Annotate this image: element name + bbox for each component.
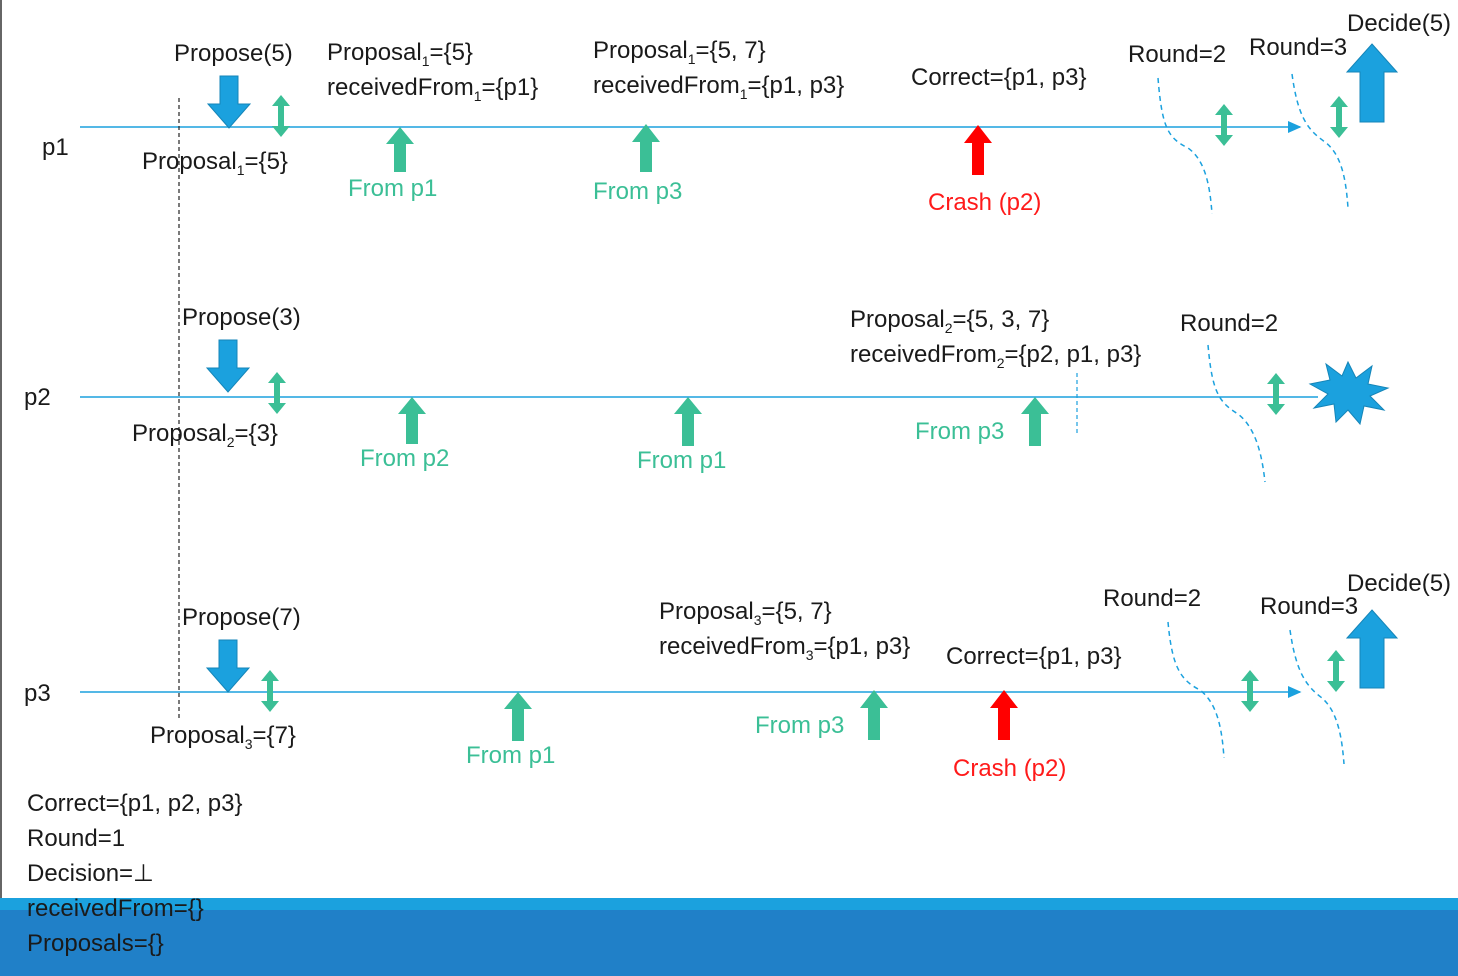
process-label-p1: p1 [42, 134, 69, 161]
p1-round3-exchange-double-arrow-icon [1330, 96, 1348, 138]
p1-round2-label: Round=2 [1128, 41, 1227, 68]
process-label-p2: p2 [24, 384, 51, 411]
p3-from-p1-label: From p1 [466, 742, 556, 769]
p2-from-p3-up-arrow-icon [1021, 397, 1049, 446]
p3-state-received: receivedFrom3={p1, p3} [659, 633, 911, 663]
p3-correct-set: Correct={p1, p3} [946, 643, 1122, 670]
p3-round3-label: Round=3 [1260, 593, 1359, 620]
footer-band [0, 910, 1458, 976]
p3-from-p3-up-arrow-icon [860, 690, 888, 740]
process-label-p3: p3 [24, 680, 51, 707]
p1-decide-label: Decide(5) [1347, 10, 1452, 37]
p2-from-p2-up-arrow-icon [398, 397, 426, 444]
p1-state-a-received: receivedFrom1={p1} [327, 74, 539, 104]
initial-state-block: Correct={p1, p2, p3} Round=1 Decision=⊥ … [27, 786, 242, 961]
p3-decide-up-arrow-icon [1345, 609, 1399, 689]
p1-from-p3-label: From p3 [593, 178, 683, 205]
left-frame-border [0, 0, 2, 976]
p3-decide-label: Decide(5) [1347, 570, 1452, 597]
p1-exchange-double-arrow-icon [272, 95, 290, 137]
p3-from-p1-up-arrow-icon [504, 692, 532, 741]
p1-round3-curve [1291, 73, 1349, 209]
initial-correct: Correct={p1, p2, p3} [27, 790, 243, 817]
p2-from-p1-label: From p1 [637, 447, 727, 474]
p1-crash-label: Crash (p2) [928, 189, 1042, 216]
initial-round: Round=1 [27, 825, 126, 852]
p1-crash-arrow-icon [964, 125, 992, 175]
p1-propose-label: Propose(5) [174, 40, 293, 67]
p3-state-proposal: Proposal3={5, 7} [659, 598, 832, 628]
p2-from-p2-label: From p2 [360, 445, 450, 472]
p1-round3-label: Round=3 [1249, 34, 1348, 61]
p2-propose-down-arrow-icon [205, 339, 251, 393]
p3-round3-exchange-double-arrow-icon [1327, 650, 1345, 692]
p2-state-proposal: Proposal2={5, 3, 7} [850, 306, 1050, 336]
p1-state-a-proposal: Proposal1={5} [327, 39, 473, 69]
p2-initial-proposal: Proposal2={3} [132, 420, 278, 450]
p3-propose-down-arrow-icon [205, 639, 251, 693]
p1-round2-curve [1157, 77, 1213, 215]
p1-from-p1-label: From p1 [348, 175, 438, 202]
p3-round3-curve [1289, 629, 1345, 765]
footer-band-accent [0, 898, 1458, 910]
p2-propose-label: Propose(3) [182, 304, 301, 331]
p1-propose-down-arrow-icon [206, 75, 252, 129]
initial-decision: Decision=⊥ [27, 860, 154, 887]
p1-correct-set: Correct={p1, p3} [911, 64, 1087, 91]
p3-crash-label: Crash (p2) [953, 755, 1067, 782]
p1-from-p3-up-arrow-icon [632, 124, 660, 172]
p3-propose-label: Propose(7) [182, 604, 301, 631]
p3-initial-proposal: Proposal3={7} [150, 722, 296, 752]
p3-from-p3-label: From p3 [755, 712, 845, 739]
p3-round2-exchange-double-arrow-icon [1241, 670, 1259, 712]
p3-round2-curve [1167, 621, 1225, 759]
initial-proposals: Proposals={} [27, 930, 164, 957]
initial-received: receivedFrom={} [27, 895, 204, 922]
p1-from-p1-up-arrow-icon [386, 127, 414, 172]
p3-crash-arrow-icon [990, 690, 1018, 740]
p1-state-b-proposal: Proposal1={5, 7} [593, 37, 766, 67]
p2-exchange-double-arrow-icon [268, 372, 286, 414]
p2-round2-label: Round=2 [1180, 310, 1279, 337]
p2-crashed-starburst-icon [1308, 360, 1390, 426]
p2-from-p1-up-arrow-icon [674, 397, 702, 446]
p1-decide-up-arrow-icon [1345, 43, 1399, 123]
p2-round2-exchange-double-arrow-icon [1267, 373, 1285, 415]
p1-state-b-received: receivedFrom1={p1, p3} [593, 72, 845, 102]
p2-from-p3-label: From p3 [915, 418, 1005, 445]
p1-initial-proposal: Proposal1={5} [142, 148, 288, 178]
p3-exchange-double-arrow-icon [261, 670, 279, 712]
p2-round2-curve [1207, 344, 1266, 483]
p2-state-received: receivedFrom2={p2, p1, p3} [850, 341, 1142, 371]
p1-round2-exchange-double-arrow-icon [1215, 104, 1233, 146]
p3-round2-label: Round=2 [1103, 585, 1202, 612]
